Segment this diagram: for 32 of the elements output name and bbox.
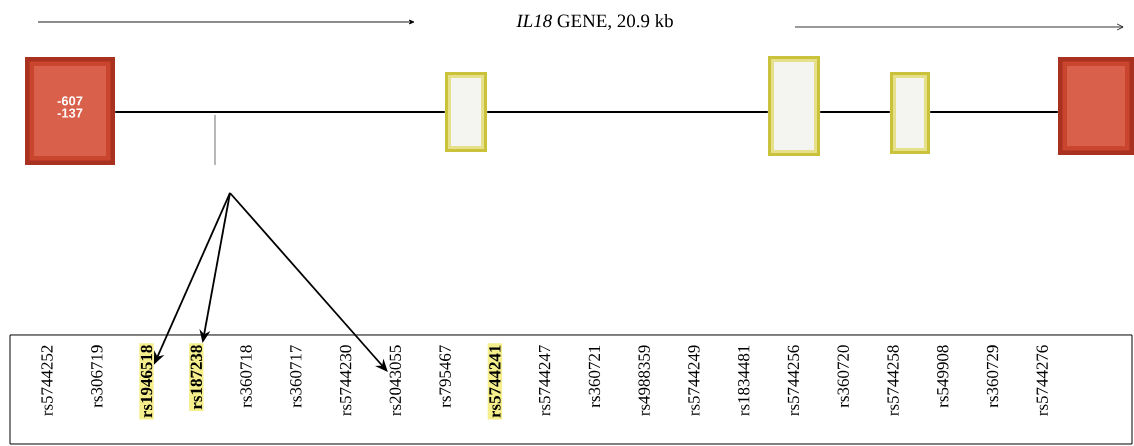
snp-id: rs5744258: [887, 345, 899, 416]
gene-line: [929, 111, 1059, 113]
exon-box: [890, 72, 930, 154]
snp-id: rs5744230: [339, 345, 352, 416]
snp-id: rs5744276: [1036, 345, 1048, 416]
gene-line: [486, 111, 769, 113]
snp-id: rs1834481: [738, 345, 750, 416]
gene-title: IL18 GENE, 20.9 kb: [516, 14, 673, 30]
highlighted-snp-id: rs1946518: [139, 343, 154, 420]
snp-id: rs795467: [439, 345, 451, 408]
snp-id: rs360729: [986, 345, 999, 408]
gene-line: [819, 111, 891, 113]
snp-id: rs4988359: [638, 345, 650, 416]
snp-id: rs5744249: [688, 345, 700, 416]
snp-id: rs360721: [588, 345, 601, 408]
exon-box: [1058, 57, 1134, 155]
exon-box: -607 -137: [25, 57, 115, 165]
snp-id: rs2043055: [389, 345, 402, 416]
snp-id: rs5744252: [41, 345, 53, 416]
highlighted-snp-id: rs5744241: [487, 343, 503, 420]
snp-id: rs306719: [91, 345, 103, 408]
gene-line: [114, 111, 446, 113]
exon-box: [445, 72, 487, 152]
snp-id: rs360720: [837, 345, 849, 408]
snp-id: rs5744247: [538, 345, 551, 416]
snp-id: rs5744256: [787, 345, 800, 416]
highlighted-snp-id: rs187238: [189, 343, 204, 412]
snp-id: rs360718: [240, 345, 252, 408]
snp-id: rs360717: [290, 345, 302, 408]
snp-id: rs549908: [937, 345, 949, 408]
exon-box: [768, 56, 820, 156]
table-frame: [9, 334, 1133, 445]
